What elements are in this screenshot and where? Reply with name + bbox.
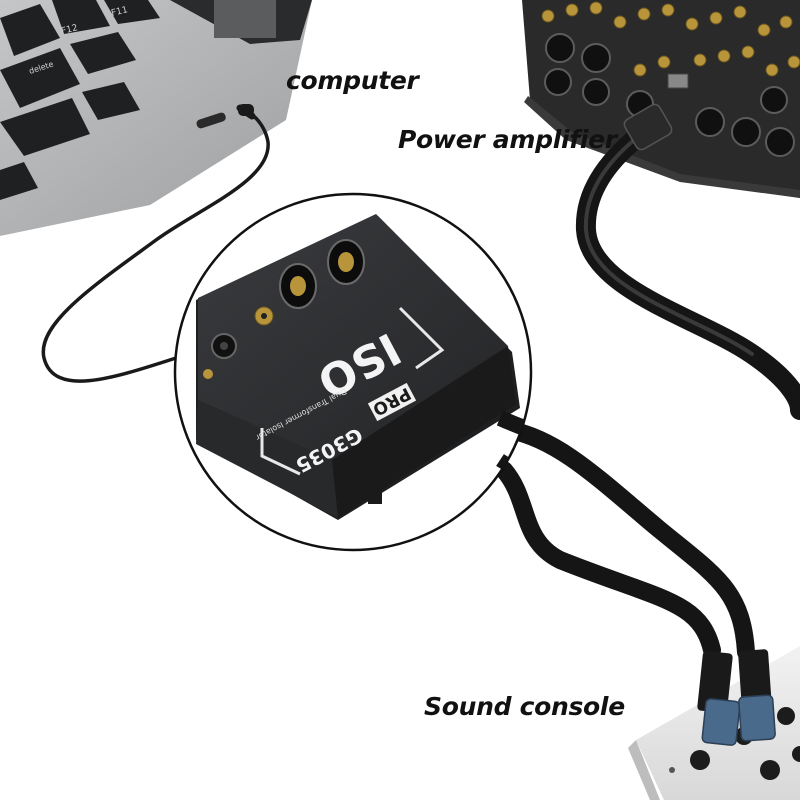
usb-c-port — [196, 112, 226, 129]
xlr-sockets — [544, 33, 795, 157]
laptop-cable — [41, 104, 270, 383]
console-cables — [495, 421, 755, 661]
laptop: F11 F12 delete — [0, 0, 312, 236]
device-rca-jack — [254, 306, 274, 326]
xlr-plugs — [697, 649, 776, 746]
keyboard — [0, 0, 160, 200]
power-amplifier-label: Power amplifier — [398, 125, 617, 154]
device-xlr-connectors — [279, 239, 365, 309]
sound-console-label: Sound console — [424, 692, 625, 721]
device-mini-jack — [203, 333, 237, 379]
power-amplifier — [522, 0, 800, 198]
gold-rca-connectors — [541, 1, 800, 77]
f11-key-label: F11 — [110, 5, 129, 19]
amplifier-cable — [575, 103, 800, 420]
iso-device: ISO Dual Transformer Isolator PRO G3035 — [196, 214, 531, 520]
f12-key-label: F12 — [60, 23, 79, 37]
computer-label: computer — [286, 66, 419, 95]
